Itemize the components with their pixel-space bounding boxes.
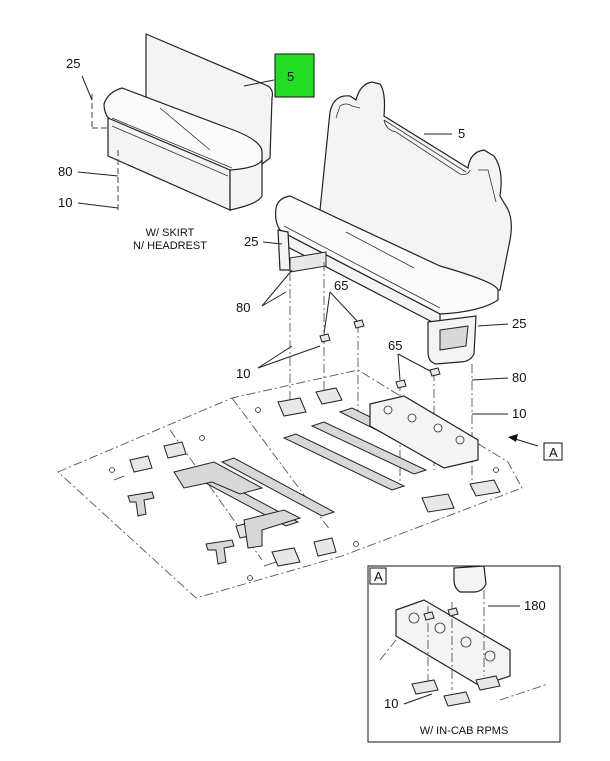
- leader-65b: [329, 291, 359, 323]
- leader-10-top: [77, 202, 119, 209]
- view-ref-box[interactable]: [543, 442, 563, 461]
- leader-25-left: [262, 241, 283, 245]
- callout-80-top: 80: [58, 164, 72, 179]
- leader-10a: [257, 345, 293, 369]
- inset-letter: A: [374, 569, 383, 584]
- callout-10-top: 10: [58, 195, 72, 210]
- caption-skirt: W/ SKIRT: [146, 227, 195, 239]
- view-ref-letter: A: [549, 445, 558, 460]
- inset-rpms-illustration: [379, 565, 549, 707]
- leader-80b: [261, 269, 293, 307]
- callout-25-left: 25: [244, 234, 258, 249]
- leader-80a: [261, 291, 287, 307]
- leader-80-top: [77, 171, 119, 177]
- skirted-seat-illustration: [103, 33, 274, 211]
- callout-5-highlight: 5: [287, 69, 294, 84]
- callout-10-left: 10: [236, 366, 250, 381]
- callout-25-right: 25: [512, 316, 526, 331]
- callout-80-right: 80: [512, 370, 526, 385]
- floor-pan-illustration: [57, 369, 523, 599]
- caption-in-cab-rpms: W/ IN-CAB RPMS: [420, 725, 509, 737]
- leader-65c: [397, 353, 401, 381]
- caption-headrest: N/ HEADREST: [133, 240, 207, 252]
- leader-80-right: [471, 377, 509, 381]
- bench-seat-illustration: [275, 81, 512, 365]
- callout-5-bench: 5: [458, 126, 465, 141]
- callout-10-inset: 10: [384, 696, 398, 711]
- leader-65a: [323, 291, 331, 335]
- callout-10-right: 10: [512, 406, 526, 421]
- callout-65-right: 65: [388, 338, 402, 353]
- leader-25-right: [477, 323, 509, 327]
- callout-80-left: 80: [236, 300, 250, 315]
- inset-label-box: [369, 567, 387, 585]
- leader-25-top: [81, 75, 93, 101]
- leader-10-inset: [403, 693, 433, 705]
- leader-5-top: [243, 79, 275, 87]
- callout-180: 180: [524, 598, 546, 613]
- callout-65-left: 65: [334, 278, 348, 293]
- callout-25-top: 25: [66, 56, 80, 71]
- leader-10b: [257, 345, 321, 369]
- highlighted-callout-box[interactable]: [274, 53, 315, 98]
- leader-65d: [397, 353, 433, 373]
